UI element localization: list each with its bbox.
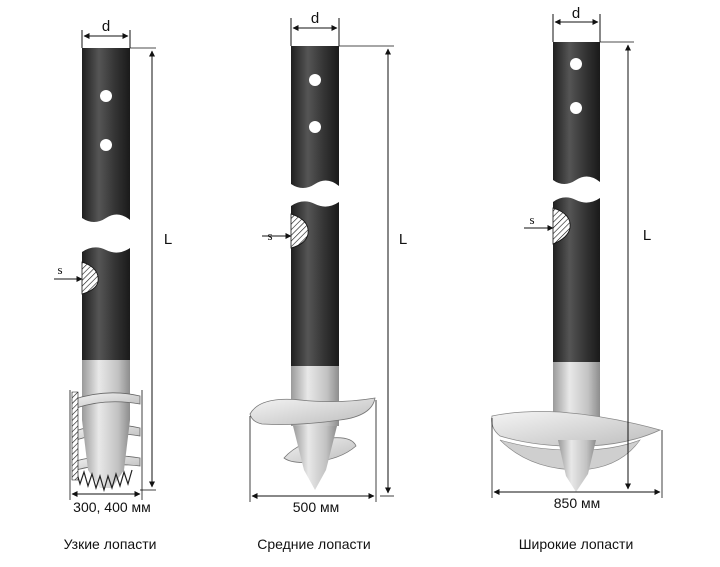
wall-thickness-cutaway	[81, 261, 99, 295]
pile-medium: d L s 500 мм Средние лопасти	[249, 10, 407, 552]
d-label: d	[102, 18, 110, 35]
bolt-hole	[100, 139, 112, 151]
cutting-teeth	[75, 469, 133, 493]
L-label: L	[399, 231, 407, 248]
wall-thickness-cutaway	[552, 207, 571, 245]
L-label: L	[643, 227, 651, 244]
pipe-upper-section	[82, 48, 130, 222]
L-label: L	[164, 231, 172, 248]
s-label: s	[57, 262, 62, 277]
width-label: 500 мм	[293, 499, 340, 515]
helix-blade	[491, 411, 662, 447]
pile-wide: d L s 850 мм Широкие лопасти	[491, 5, 663, 552]
caption: Средние лопасти	[257, 536, 370, 552]
wall-thickness-cutaway	[290, 213, 309, 249]
pipe-tip-cone	[293, 426, 337, 490]
bolt-hole	[570, 58, 582, 70]
d-label: d	[311, 10, 319, 27]
bolt-hole	[570, 102, 582, 114]
pipe-tip-cone	[558, 440, 596, 492]
hatched-blade-section	[71, 391, 79, 481]
pipe-tip-cone	[82, 420, 130, 488]
width-label: 850 мм	[554, 495, 601, 511]
pipe-lower-section	[82, 247, 130, 360]
pile-narrow: d L s 300, 400 мм Узкие лопасти	[54, 18, 172, 552]
s-label: s	[529, 212, 534, 227]
width-label: 300, 400 мм	[73, 499, 151, 515]
helix-blade	[71, 392, 141, 409]
d-label: d	[572, 5, 580, 22]
pipe-lower-section	[553, 197, 600, 362]
caption: Узкие лопасти	[64, 536, 157, 552]
bolt-hole	[309, 74, 321, 86]
bolt-hole	[309, 121, 321, 133]
pipe-tip-section	[82, 360, 130, 420]
pipe-upper-section	[291, 46, 339, 188]
caption: Широкие лопасти	[519, 536, 634, 552]
helix-blade	[249, 397, 376, 425]
bolt-hole	[100, 90, 112, 102]
